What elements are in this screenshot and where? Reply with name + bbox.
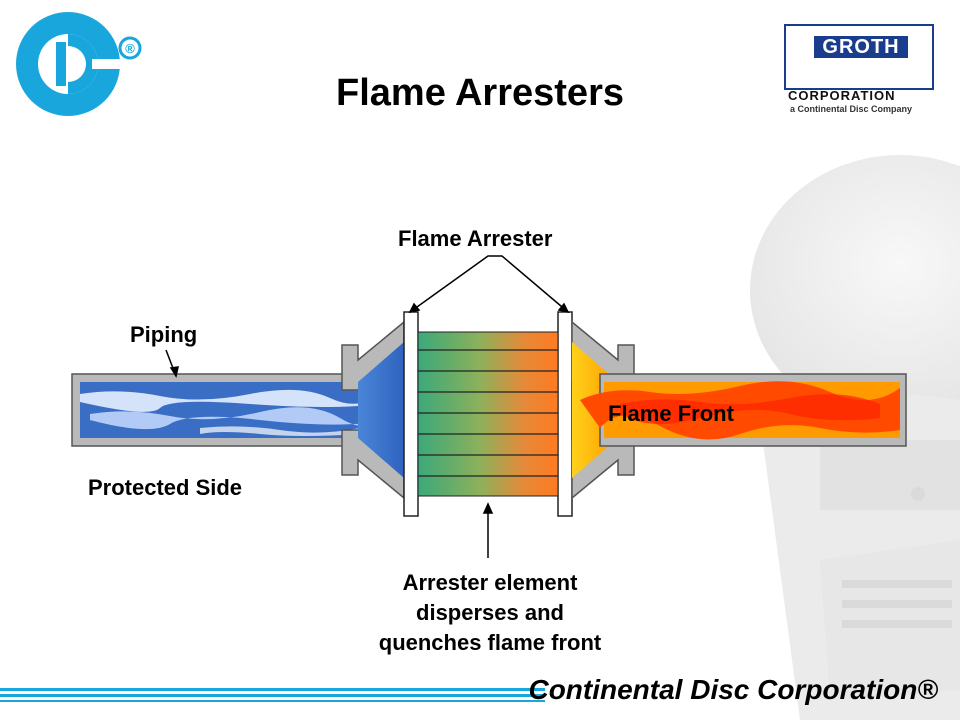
- callout-lines: [165, 255, 570, 558]
- label-flame-front: Flame Front: [608, 401, 734, 426]
- footer-company-name: Continental Disc Corporation®: [528, 674, 938, 705]
- protected-pipe: [71, 373, 393, 447]
- caption-line: Arrester element: [402, 570, 578, 595]
- groth-tagline: a Continental Disc Company: [790, 104, 913, 114]
- flame-pipe: [580, 373, 907, 447]
- groth-wordmark: GROTH: [814, 36, 908, 58]
- inlet-housing: [341, 320, 405, 500]
- cdc-circle-logo-icon: ®: [16, 12, 142, 116]
- groth-logo-frame: GROTH: [784, 24, 934, 90]
- label-protected-side: Protected Side: [88, 475, 243, 500]
- label-piping: Piping: [130, 322, 198, 347]
- arrester-element: [417, 331, 559, 497]
- page-title: Flame Arresters: [336, 72, 624, 114]
- groth-corporation-text: CORPORATION: [788, 88, 896, 103]
- element-caption: Arrester element disperses and quenches …: [330, 568, 650, 658]
- background-valve-photo: [750, 155, 960, 720]
- footer-stripes: [0, 688, 545, 702]
- groth-logo: GROTH CORPORATION a Continental Disc Com…: [782, 22, 942, 118]
- label-flame-arrester: Flame Arrester: [398, 226, 553, 251]
- caption-line: quenches flame front: [378, 630, 602, 655]
- caption-line: disperses and: [416, 600, 564, 625]
- svg-text:®: ®: [125, 41, 135, 56]
